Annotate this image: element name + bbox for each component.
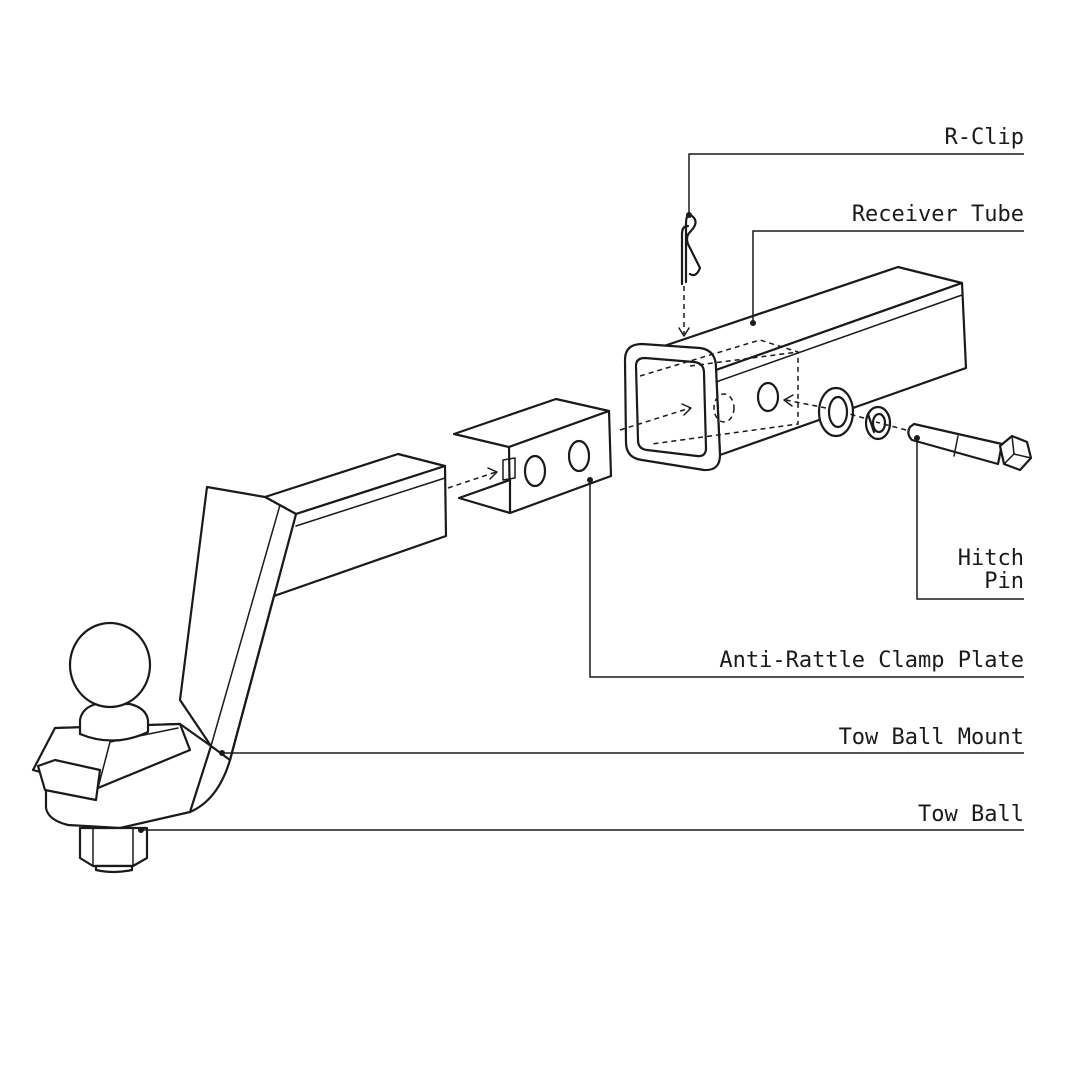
tow-ball-part [31,621,213,874]
label-anti-rattle-clamp-plate: Anti-Rattle Clamp Plate [719,648,1024,673]
label-hitch-pin-line1: Hitch [957,546,1024,571]
anti-rattle-clamp-plate-part [452,397,613,515]
receiver-tube-part [623,265,968,472]
tow-ball-mount-part [178,452,448,814]
leader-r-clip [688,153,1024,215]
label-receiver-tube: Receiver Tube [851,202,1024,227]
leader-anti-rattle-clamp-plate [589,480,1024,678]
r-clip-part [680,213,702,286]
label-hitch-pin-line2: Pin [984,569,1024,594]
washer-part [817,386,855,438]
label-tow-ball-mount: Tow Ball Mount [838,725,1024,750]
leader-lines [138,153,1024,833]
hitch-pin-part [907,422,1033,472]
leader-receiver-tube [752,230,1024,323]
label-r-clip: R-Clip [944,125,1024,150]
assembly-arrows [447,286,907,489]
leader-hitch-pin [916,438,1024,600]
label-tow-ball: Tow Ball [918,802,1024,827]
